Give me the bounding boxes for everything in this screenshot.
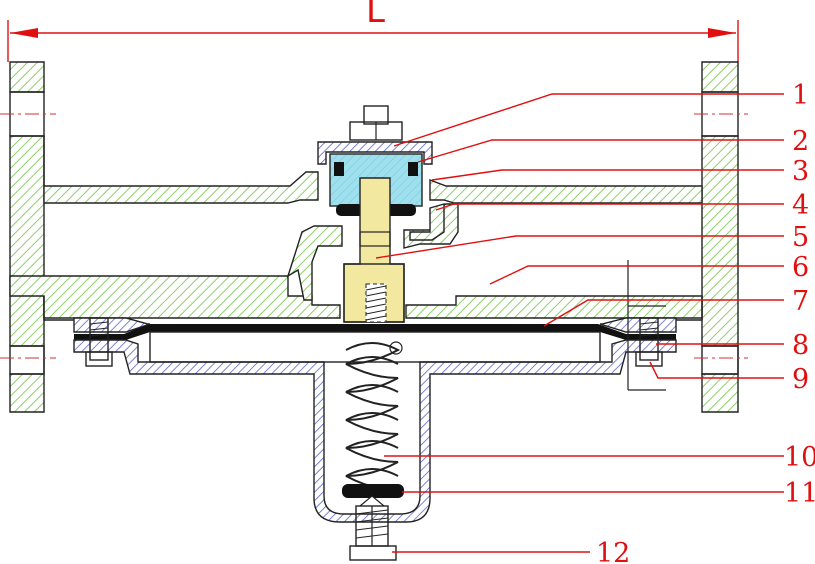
leader-7 [543,299,784,327]
upper-body-wall-right [429,178,703,204]
callout-3: 3 [792,156,809,187]
center-lines [0,113,748,359]
overall-length-dimension: L [7,0,739,62]
callout-leaders [375,93,784,553]
seal-right [386,204,416,216]
lower-cover [73,317,677,523]
lower-body-wall-left [9,275,341,319]
upper-body-wall-left [43,136,319,204]
bonnet-cap [317,141,433,165]
callout-6: 6 [792,252,809,283]
dimension-label: L [366,0,385,31]
leader-1 [393,93,784,147]
flange-bolt-right [627,260,666,391]
callout-12: 12 [596,538,630,564]
callout-1: 1 [792,80,809,111]
leader-2 [417,139,784,163]
callout-11: 11 [784,478,815,509]
callout-labels: 1 2 3 4 5 6 7 8 9 10 11 12 [596,80,815,564]
leader-3 [431,169,784,181]
flange-bolt-left [85,317,113,367]
callout-10: 10 [784,442,815,473]
compression-spring [345,342,401,491]
callout-8: 8 [792,330,809,361]
seat-ring [409,203,445,241]
leader-4 [435,203,784,211]
leader-9 [649,361,784,379]
seal-left [336,204,366,216]
callout-9: 9 [792,364,809,395]
leader-6 [489,265,784,285]
callout-5: 5 [792,222,809,253]
cover-shell [73,339,677,523]
o-ring-left [334,162,344,176]
seat-housing [286,225,343,301]
callout-2: 2 [792,126,809,157]
spring-seat [342,484,404,507]
o-ring-right [408,162,418,176]
valve-stem [343,177,405,323]
callout-7: 7 [792,286,809,317]
adjusting-screw [349,505,397,561]
callout-4: 4 [792,190,809,221]
leader-5 [375,235,784,259]
cover-flange-left [73,317,151,333]
